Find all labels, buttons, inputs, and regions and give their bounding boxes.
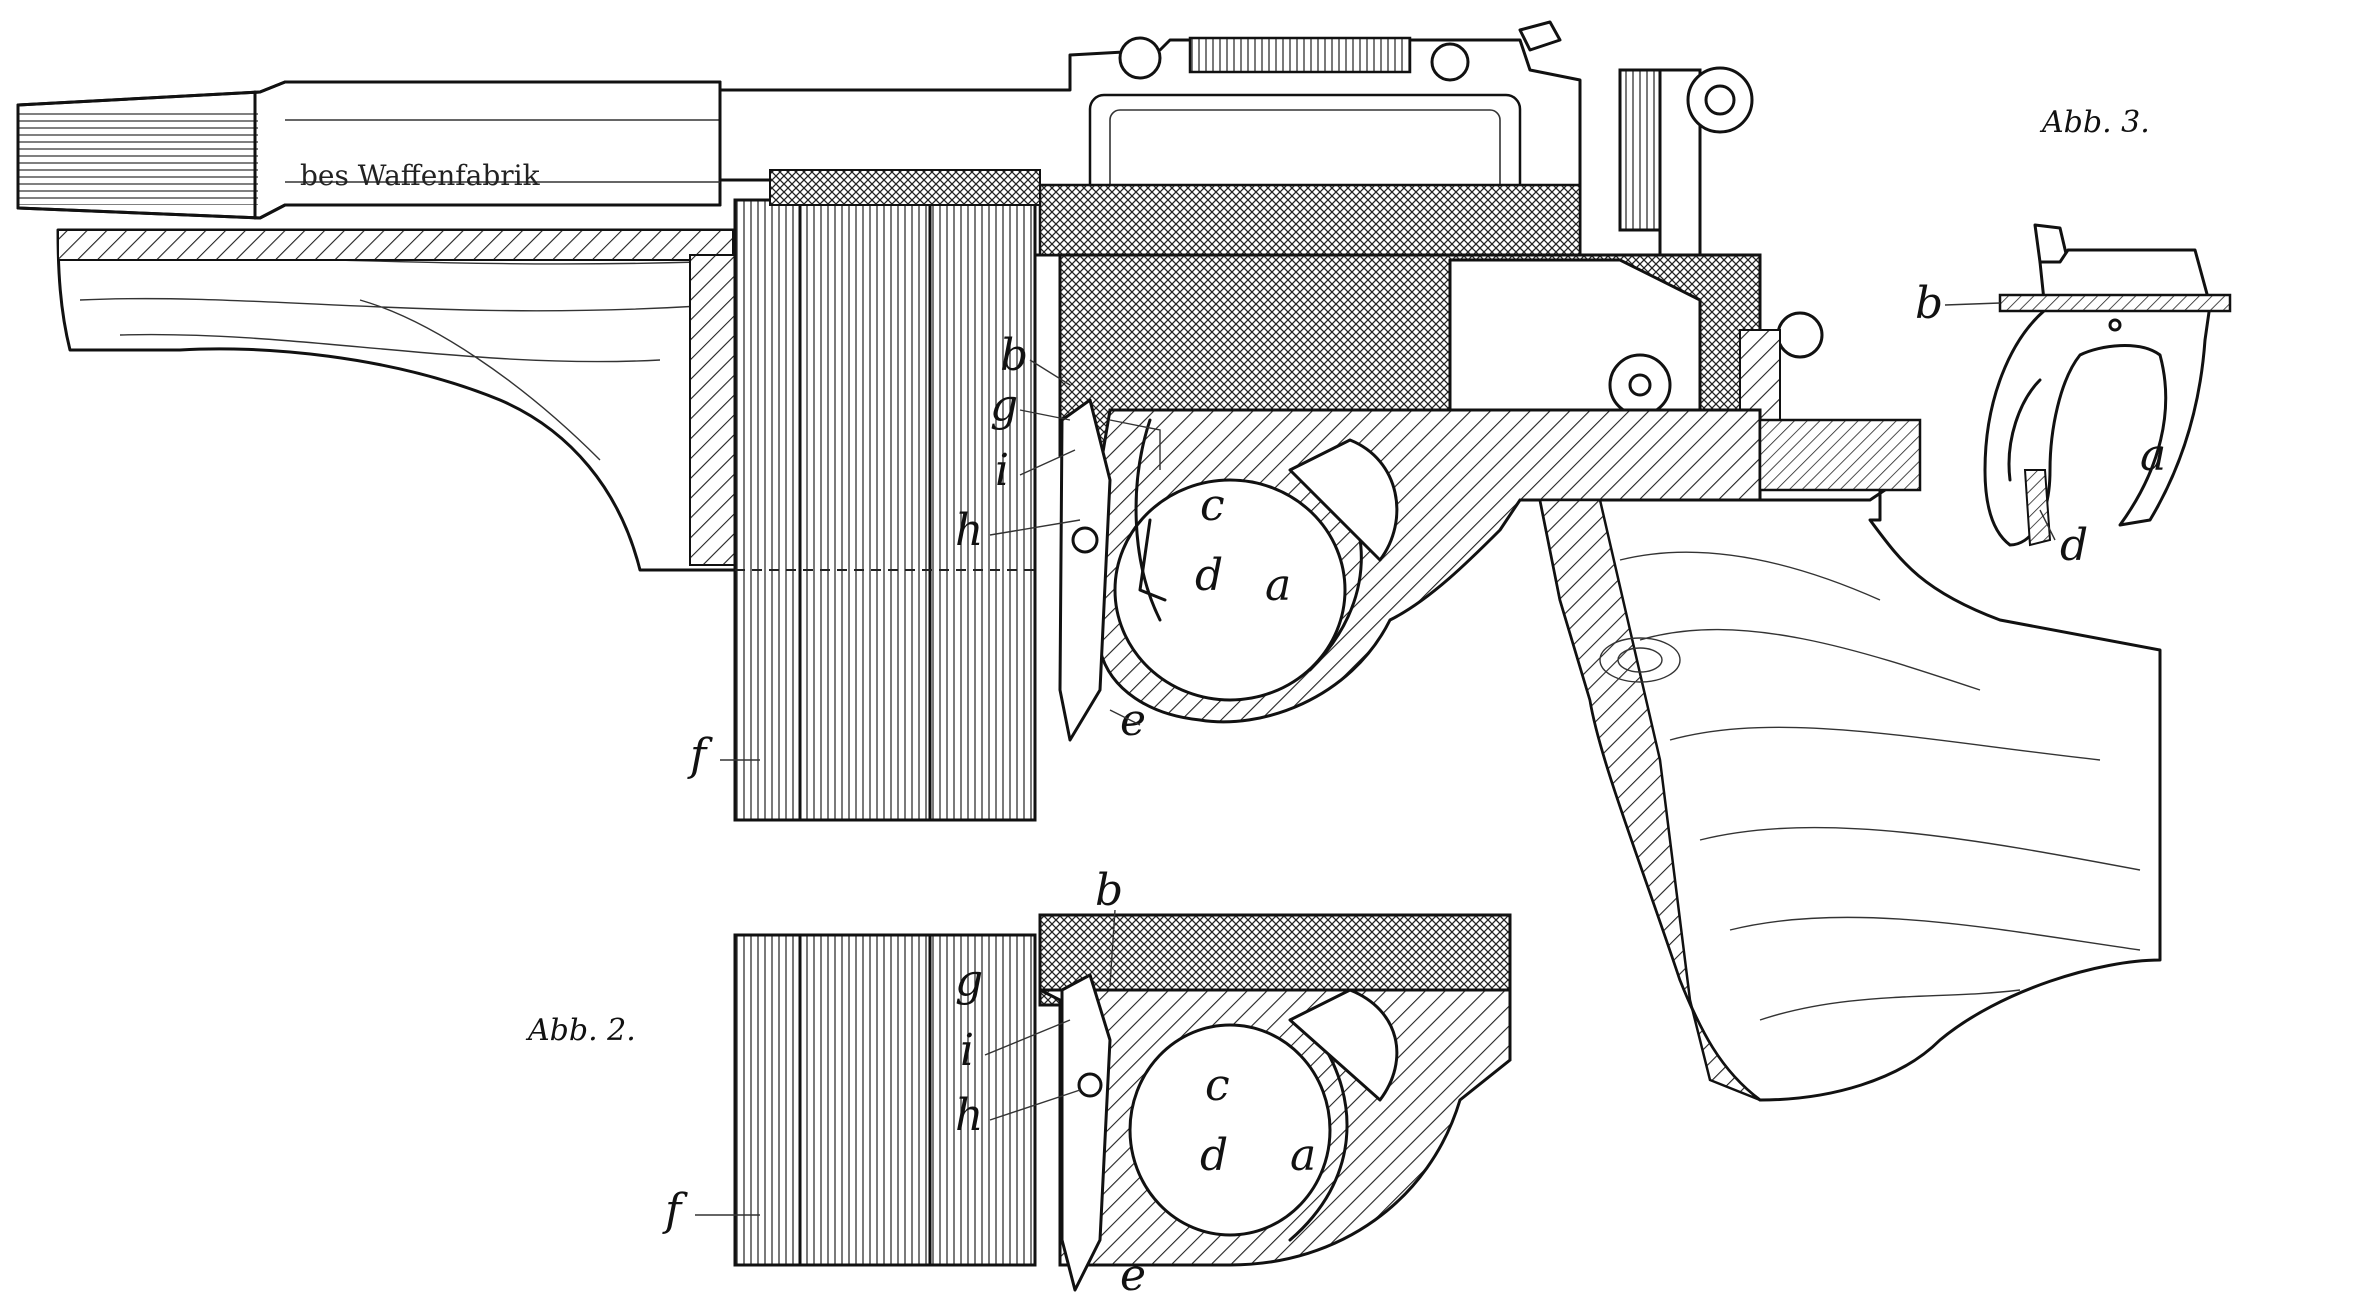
label-f: f	[662, 1185, 688, 1236]
forestock	[58, 230, 735, 570]
magazine-f	[735, 200, 1035, 820]
label-e: e	[1120, 1250, 1146, 1301]
label-g: g	[990, 380, 1018, 431]
label-b: b	[1915, 278, 1943, 329]
label-d: d	[1200, 1130, 1228, 1181]
barrel	[18, 82, 720, 218]
label-a: a	[1290, 1130, 1316, 1181]
figure-2-caption: Abb. 2.	[525, 1013, 636, 1048]
figure-2-detail: Abb. 2. b g i h c d a e f	[525, 865, 1510, 1301]
label-f: f	[687, 730, 713, 781]
label-g: g	[955, 955, 983, 1006]
label-a: a	[2140, 430, 2166, 481]
label-d: d	[1195, 550, 1223, 601]
label-e: e	[1120, 695, 1146, 746]
label-i: i	[995, 445, 1009, 496]
label-i: i	[960, 1025, 974, 1076]
label-d: d	[2060, 520, 2088, 571]
label-c: c	[1205, 1060, 1230, 1111]
figure-3-caption: Abb. 3.	[2039, 105, 2150, 140]
figure-3-part: Abb. 3. b a d	[1915, 105, 2230, 571]
label-b: b	[1095, 865, 1123, 916]
label-b: b	[1000, 330, 1028, 381]
label-c: c	[1200, 480, 1225, 531]
label-a: a	[1265, 560, 1291, 611]
barrel-engraving: bes Waffenfabrik	[300, 159, 541, 192]
label-h: h	[955, 505, 983, 556]
label-h: h	[955, 1090, 983, 1141]
grip-tang	[1760, 420, 1920, 490]
